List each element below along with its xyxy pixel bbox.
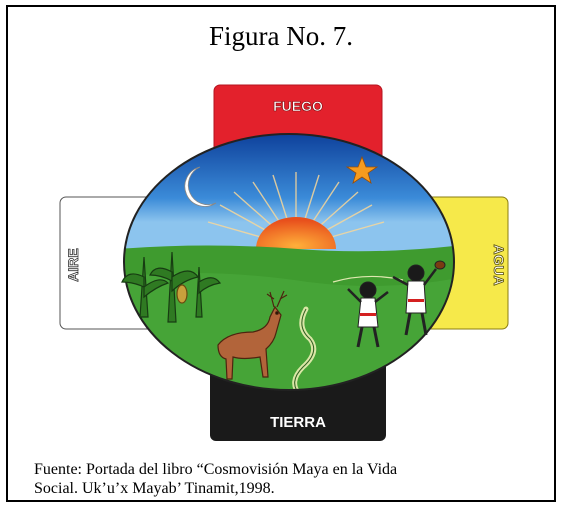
figure-caption: Fuente: Portada del libro “Cosmovisión M…: [34, 460, 539, 498]
moon-icon: [184, 166, 217, 207]
figure-title: Figura No. 7.: [209, 21, 353, 51]
corn-icon: [121, 251, 222, 323]
star-icon: [345, 155, 379, 184]
aire-label: AIRE: [65, 248, 81, 281]
children-icon: [347, 260, 446, 348]
fuego-label: FUEGO: [273, 98, 323, 114]
deer-icon: [217, 290, 288, 380]
agua-label: AGUA: [491, 244, 507, 285]
central-scene: [121, 133, 455, 391]
caption-line-1: Fuente: Portada del libro “Cosmovisión M…: [34, 461, 398, 478]
cosmovision-illustration: FUEGO AIRE AGUA TIERRA: [59, 84, 509, 441]
sun-icon: [256, 217, 336, 249]
figure-frame: Figura No. 7. FUEGO AIRE: [6, 5, 556, 502]
tierra-label: TIERRA: [270, 414, 326, 431]
caption-line-2: Social. Uk’u’x Mayab’ Tinamit,1998.: [34, 480, 275, 497]
